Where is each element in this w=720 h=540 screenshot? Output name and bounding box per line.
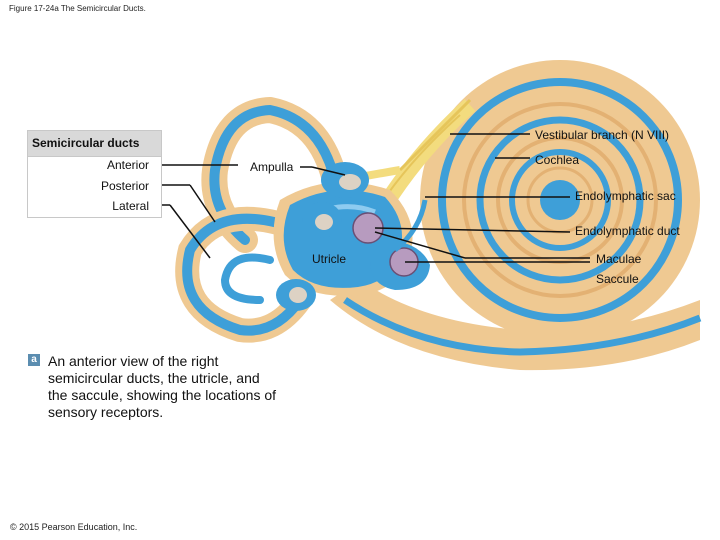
label-endolymphatic-sac: Endolymphatic sac	[575, 189, 676, 203]
copyright-notice: © 2015 Pearson Education, Inc.	[10, 522, 138, 532]
figure-caption: An anterior view of the right semicircul…	[48, 353, 277, 420]
label-ampulla: Ampulla	[250, 160, 294, 174]
label-utricle: Utricle	[312, 252, 347, 266]
legend-heading: Semicircular ducts	[28, 131, 161, 157]
label-endolymphatic-duct: Endolymphatic duct	[575, 224, 680, 238]
legend-item-anterior: Anterior	[106, 158, 149, 172]
label-vestibular-branch: Vestibular branch (N VIII)	[535, 128, 670, 142]
legend-item-posterior: Posterior	[100, 179, 149, 193]
legend-item-lateral: Lateral	[112, 199, 149, 213]
cochlea-illustration	[420, 40, 720, 370]
label-cochlea: Cochlea	[535, 153, 580, 167]
endolymphatic-duct	[393, 199, 428, 252]
ampullae	[276, 162, 369, 311]
caption-badge: a	[28, 354, 40, 366]
label-maculae: Maculae	[596, 252, 642, 266]
leader-lines	[155, 133, 590, 263]
cochlear-duct-base	[330, 280, 700, 371]
figure-title: Figure 17-24a The Semicircular Ducts.	[9, 4, 146, 13]
label-saccule: Saccule	[596, 272, 639, 286]
maculae	[352, 212, 419, 277]
semicircular-ducts	[175, 96, 348, 343]
semicircular-ducts-legend: Semicircular ducts Anterior Posterior La…	[27, 130, 162, 218]
